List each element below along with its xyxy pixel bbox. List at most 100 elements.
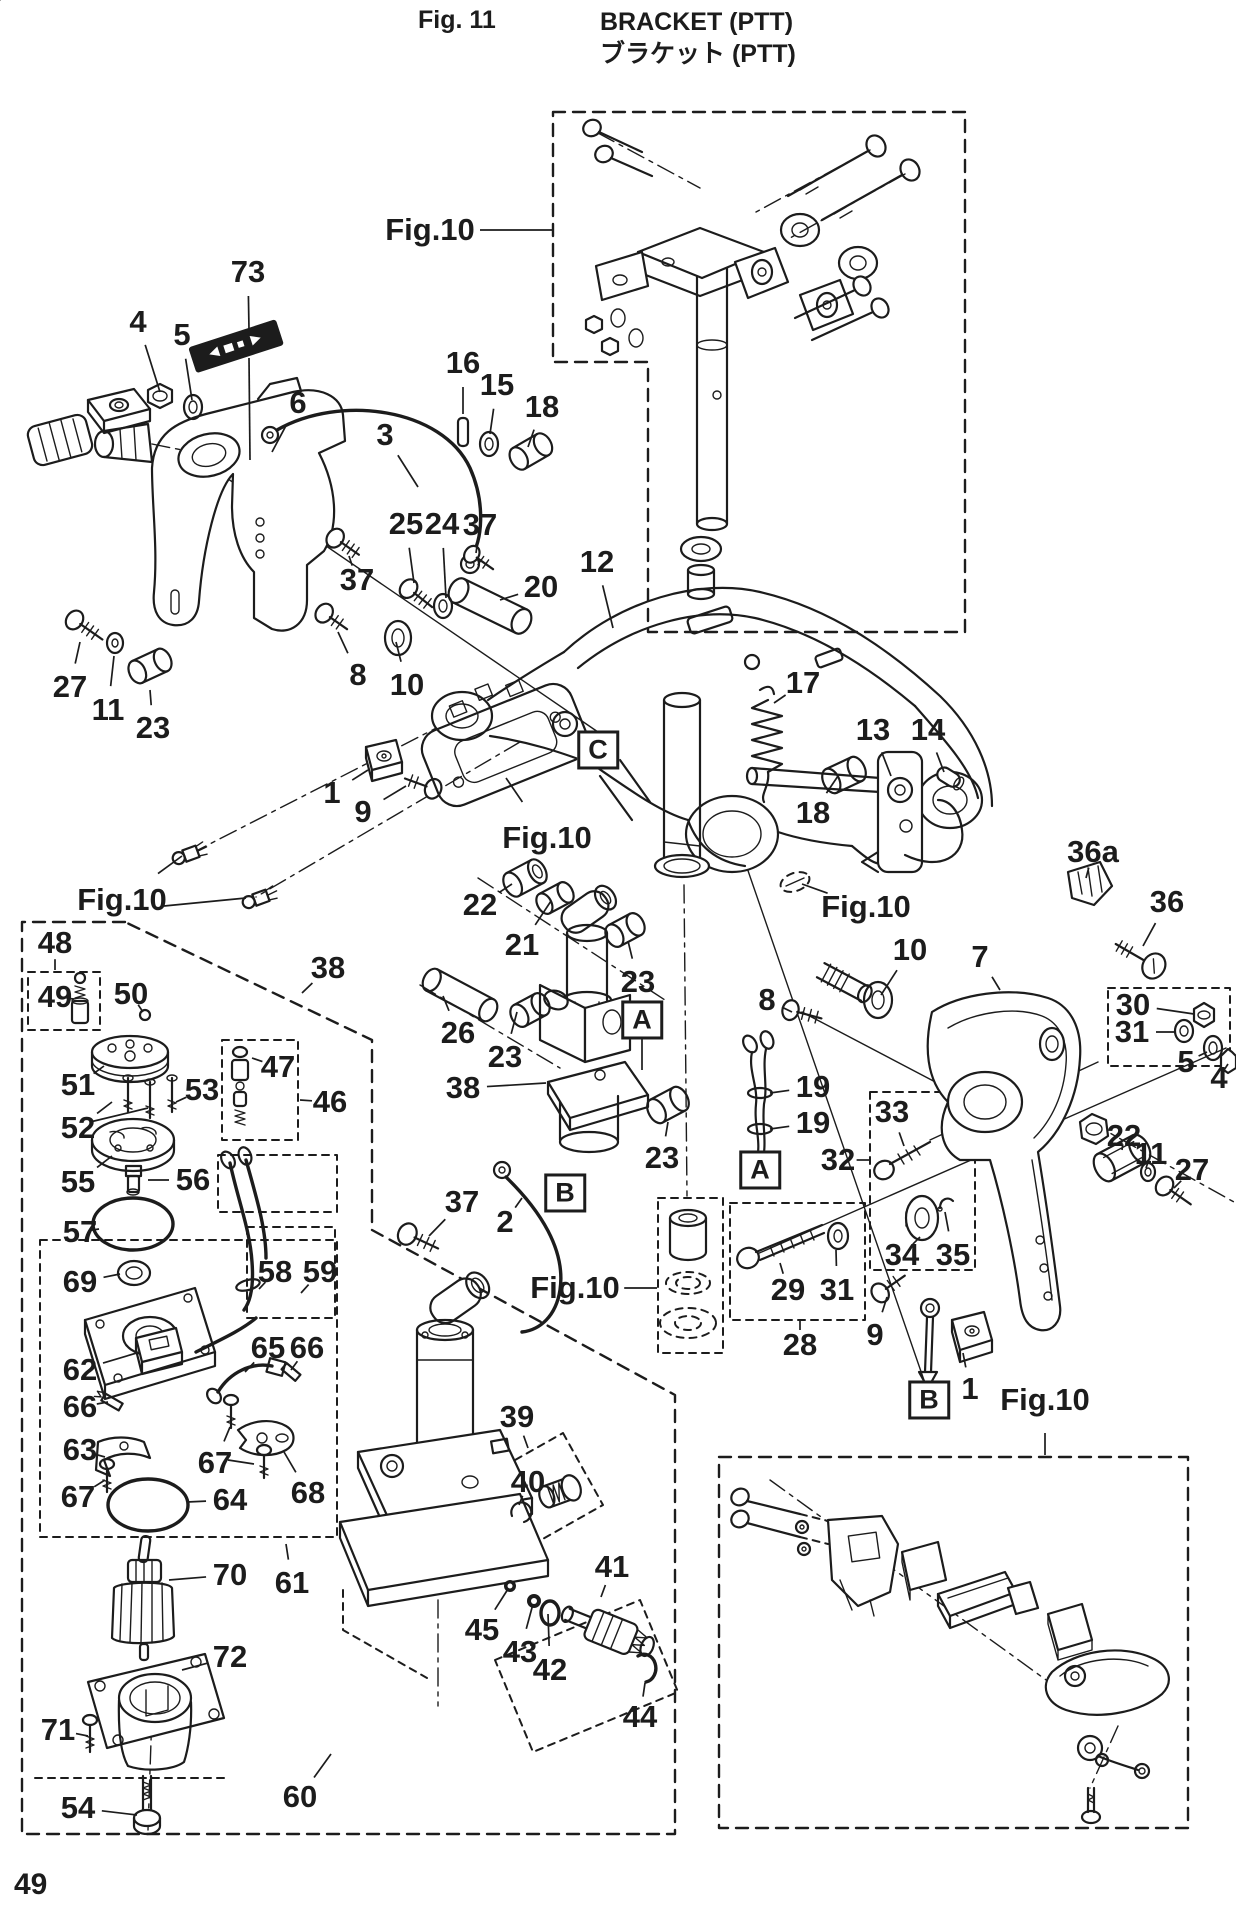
relief-valve-49 [70, 971, 90, 1025]
part-number-label: 4 [1210, 1060, 1228, 1095]
leader-line [285, 1543, 290, 1560]
leader-line [184, 358, 193, 401]
part-number-label: 9 [354, 794, 372, 829]
washer-5-right [1202, 1034, 1224, 1062]
leader-line [244, 1361, 255, 1373]
mount-screw [594, 144, 654, 178]
screw-9-left [403, 774, 443, 800]
leader-line [505, 777, 524, 803]
nut-30-box [1107, 987, 1231, 1067]
shift-decal-73 [188, 319, 284, 373]
part-number-label: 73 [230, 254, 266, 289]
nut-30 [1192, 1001, 1216, 1029]
leader-line [527, 429, 535, 448]
screw-33 [873, 1140, 932, 1181]
screw-67-left [98, 1457, 116, 1494]
relay-62 [134, 1326, 184, 1376]
part-number-label: 31 [1114, 1014, 1150, 1049]
part-number-label: 29 [770, 1272, 806, 1307]
screw-33-box [869, 1091, 976, 1271]
part-number-label: 67 [60, 1479, 96, 1514]
part-number-label: 44 [622, 1699, 658, 1734]
leader-line [935, 752, 945, 773]
washer-31 [1173, 1018, 1195, 1044]
part-number-label: 16 [445, 345, 481, 380]
part-number-label: 66 [289, 1330, 325, 1365]
part-number-label: 48 [37, 925, 73, 960]
part-number-label: 57 [62, 1214, 98, 1249]
stern-bracket-port [150, 376, 347, 632]
ball-45 [504, 1580, 516, 1592]
o-ring-43 [527, 1594, 541, 1608]
figure-reference-label: Fig.10 [821, 889, 911, 924]
section-marker-a: A [621, 1000, 663, 1040]
leader-line [1198, 1051, 1208, 1057]
ground-cable-2 [492, 1160, 563, 1334]
leader-line [395, 641, 402, 662]
part-number-label: 68 [290, 1475, 326, 1510]
part-number-label: 14 [910, 712, 946, 747]
part-number-label: 38 [310, 950, 346, 985]
part-number-label: 12 [579, 544, 615, 579]
screw-67-right [255, 1443, 273, 1480]
ball-50 [138, 1008, 152, 1022]
leader-line [283, 1451, 297, 1473]
part-number-label: 23 [644, 1140, 680, 1175]
part-number-label: 23 [135, 710, 171, 745]
part-number-label: 56 [175, 1162, 211, 1197]
part-number-label: 15 [479, 367, 515, 402]
leader-line [880, 752, 892, 777]
leader-line [534, 900, 552, 926]
snap-ring-44 [636, 1652, 658, 1684]
leader-lines [54, 229, 1229, 1816]
section-marker-c: C [577, 730, 619, 770]
leader-line [94, 1453, 106, 1458]
part-number-label: 13 [855, 712, 891, 747]
screw-8-right [781, 999, 823, 1024]
part-number-label: 28 [782, 1327, 818, 1362]
figure-reference-label: Fig.10 [502, 820, 592, 855]
washer-31-bottom [826, 1221, 850, 1251]
section-marker-b: B [544, 1173, 586, 1213]
figure-reference-label: Fig.10 [530, 1270, 620, 1305]
part-number-label: 23 [620, 964, 656, 999]
pump-end-cap-51 [90, 1034, 170, 1084]
part-number-label: 50 [113, 976, 149, 1011]
transom-pad-bracket [86, 387, 152, 435]
rubber-block-1 [364, 738, 404, 783]
o-ring-64 [106, 1477, 190, 1533]
leader-line [258, 1281, 267, 1290]
leader-line [96, 1155, 113, 1169]
grommet-34 [904, 1194, 940, 1242]
pin-26 [421, 967, 499, 1023]
bushing-18-right [821, 755, 867, 795]
leader-line [627, 940, 634, 959]
part-number-label: 6 [289, 385, 307, 420]
pin-14 [936, 766, 965, 791]
screw-37-left [325, 527, 361, 559]
screw-36 [1114, 940, 1167, 980]
part-number-label: 65 [250, 1330, 286, 1365]
part-number-label: 55 [60, 1164, 96, 1199]
leader-line [514, 1197, 523, 1209]
anode-plate-fig10 [420, 679, 590, 808]
part-number-label: 70 [212, 1557, 248, 1592]
threaded-rod-fig10 [815, 962, 873, 1004]
part-number-label: 41 [594, 1549, 630, 1584]
link-wire-b [917, 1297, 941, 1390]
bolt-29 [736, 1223, 826, 1270]
leader-line [157, 855, 183, 875]
part-number-label: 23 [487, 1039, 523, 1074]
part-number-label: 71 [40, 1712, 76, 1747]
part-number-label: 4 [129, 304, 147, 339]
leader-line [137, 1004, 144, 1013]
leader-line [825, 775, 839, 794]
leader-line [442, 547, 447, 599]
leader-line [383, 785, 407, 801]
washer-11-left [105, 631, 125, 655]
part-number-label: 36a [1067, 834, 1119, 869]
leader-line [96, 1101, 113, 1115]
part-number-label: 52 [60, 1110, 96, 1145]
leader-line [251, 1057, 263, 1063]
